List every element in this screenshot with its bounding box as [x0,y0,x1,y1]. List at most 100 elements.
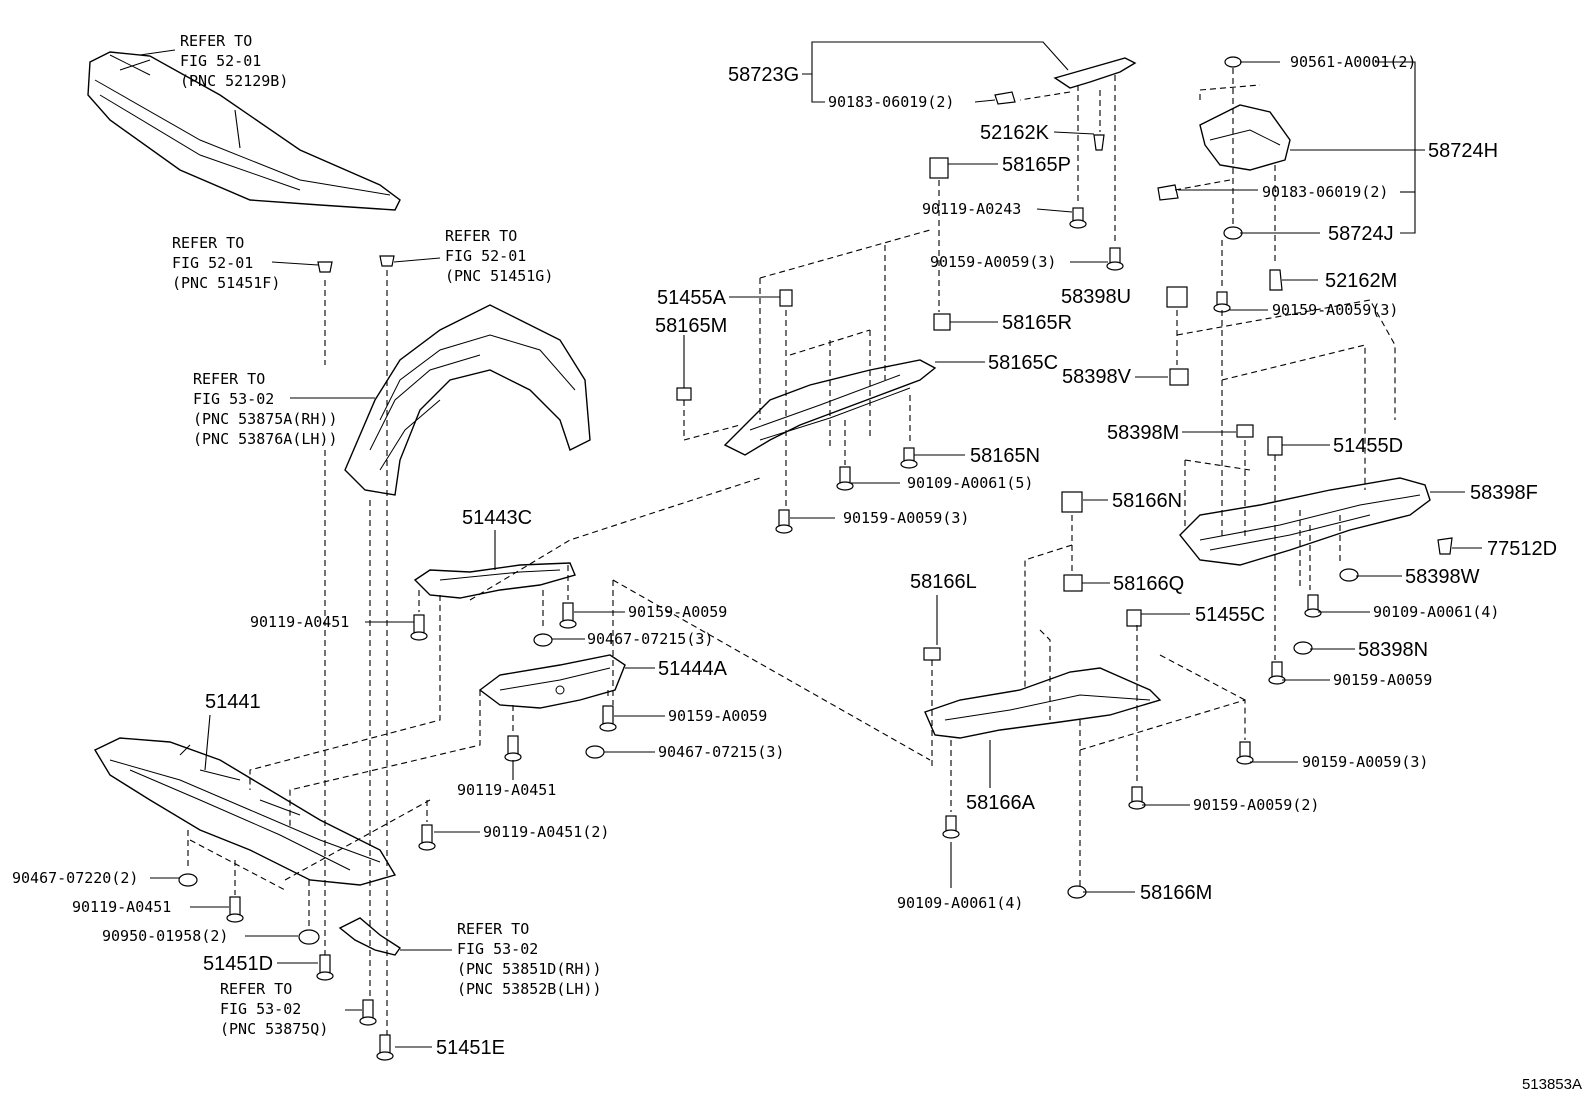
clip-icon [1157,184,1179,201]
bolt-icon [1268,661,1286,685]
bolt-icon [504,735,522,762]
clip-icon [676,387,692,401]
label-90159-a0059-3c: 90159-A0059(3) [1272,301,1398,319]
label-90950-01958: 90950-01958(2) [102,927,228,945]
clip-icon [317,261,333,273]
label-58398m: 58398M [1107,422,1179,444]
bolt-icon [900,447,918,469]
label-58166n: 58166N [1112,490,1182,512]
clip-icon [779,289,793,307]
clip-icon [1224,56,1242,68]
label-58398u: 58398U [1061,286,1131,308]
refer-52129b: REFER TO FIG 52-01 (PNC 52129B) [180,32,288,90]
label-51451d: 51451D [203,953,273,975]
label-90159-a0059-c: 90159-A0059 [1333,671,1432,689]
clip-icon [1236,424,1254,438]
label-90467-07215-b: 90467-07215(3) [658,743,784,761]
bolt-icon [1213,291,1231,313]
clip-icon [1267,436,1283,456]
alignment-lines [187,68,1396,1035]
bolt-icon [359,999,377,1026]
label-90561-a0001: 90561-A0001(2) [1290,53,1416,71]
label-58723g: 58723G [728,64,799,86]
label-90159-a0059-a: 90159-A0059 [628,603,727,621]
label-90159-a0059-2: 90159-A0059(2) [1193,796,1319,814]
label-90119-a0451-b: 90119-A0451 [457,781,556,799]
label-58398n: 58398N [1358,639,1428,661]
label-90159-a0059-b: 90159-A0059 [668,707,767,725]
bolt-icon [1304,594,1322,618]
nut-icon [178,873,198,887]
clip-icon [1269,269,1283,291]
part-labels: REFER TO FIG 52-01 (PNC 52129B) REFER TO… [12,32,1557,1059]
bracket-part [338,917,401,956]
refer-51451f: REFER TO FIG 52-01 (PNC 51451F) [172,234,280,292]
label-90159-a0059-3a: 90159-A0059(3) [930,253,1056,271]
label-58165c: 58165C [988,352,1058,374]
bolt-icon [226,896,244,923]
nut-icon [1063,574,1083,592]
nut-icon [585,745,605,759]
refer-53875q: REFER TO FIG 53-02 (PNC 53875Q) [220,980,328,1038]
refer-53851d: REFER TO FIG 53-02 (PNC 53851D(RH)) (PNC… [457,920,611,998]
clip-icon [1093,134,1105,151]
label-58166l: 58166L [910,571,977,593]
engine-under-cover-part [94,737,397,886]
bolt-icon [418,824,436,851]
shield-51443c-part [413,562,576,599]
label-90109-a0061-5: 90109-A0061(5) [907,474,1033,492]
label-90119-a0451-2: 90119-A0451(2) [483,823,609,841]
label-77512d: 77512D [1487,538,1557,560]
bolt-icon [836,466,854,491]
clip-icon [923,647,941,661]
clip-icon [994,91,1016,105]
label-58724j: 58724J [1328,223,1394,245]
cap-icon [1166,286,1188,308]
label-90183-06019-b: 90183-06019(2) [1262,183,1388,201]
label-58398f: 58398F [1470,482,1538,504]
nut-icon [1223,226,1243,240]
nut-icon [1293,641,1313,655]
cover-58723g-part [1053,57,1137,89]
bolt-icon [559,602,577,629]
label-90109-a0061-4a: 90109-A0061(4) [1373,603,1499,621]
bolt-icon [942,815,960,839]
bolt-icon [775,509,793,534]
label-52162m: 52162M [1325,270,1397,292]
cap-icon [1061,491,1083,513]
label-51451e: 51451E [436,1037,505,1059]
shield-51444a-part [478,654,626,709]
bolt-icon [316,954,334,981]
leader-lines [139,41,1482,1048]
bolt-icon [1069,207,1087,229]
label-51444a: 51444A [658,658,728,680]
grommet-icon [298,929,320,945]
label-58165n: 58165N [970,445,1040,467]
label-58165m: 58165M [655,315,727,337]
bolt-icon [1106,247,1124,271]
label-90467-07220: 90467-07220(2) [12,869,138,887]
label-90119-a0243: 90119-A0243 [922,200,1021,218]
label-58166a: 58166A [966,792,1036,814]
label-90467-07215-a: 90467-07215(3) [587,630,713,648]
clip-icon [379,255,395,267]
nut-icon [533,633,553,647]
floor-cover-58166a-part [924,667,1162,739]
bolt-icon [376,1034,394,1061]
diagram-id: 513853A [1521,1076,1582,1093]
label-90159-a0059-3d: 90159-A0059(3) [1302,753,1428,771]
label-90183-06019-a: 90183-06019(2) [828,93,954,111]
clip-icon [1437,537,1453,555]
fender-liner-part [344,304,591,496]
cover-58724h-part [1199,104,1291,171]
bolt-icon [599,705,617,732]
label-51455c: 51455C [1195,604,1265,626]
floor-cover-58398f-part [1179,477,1431,566]
label-90159-a0059-3b: 90159-A0059(3) [843,509,969,527]
bolt-icon [1128,786,1146,810]
label-51441: 51441 [205,691,261,713]
fasteners [178,56,1453,1061]
refer-51451g: REFER TO FIG 52-01 (PNC 51451G) [445,227,553,285]
nut-icon [933,313,951,331]
